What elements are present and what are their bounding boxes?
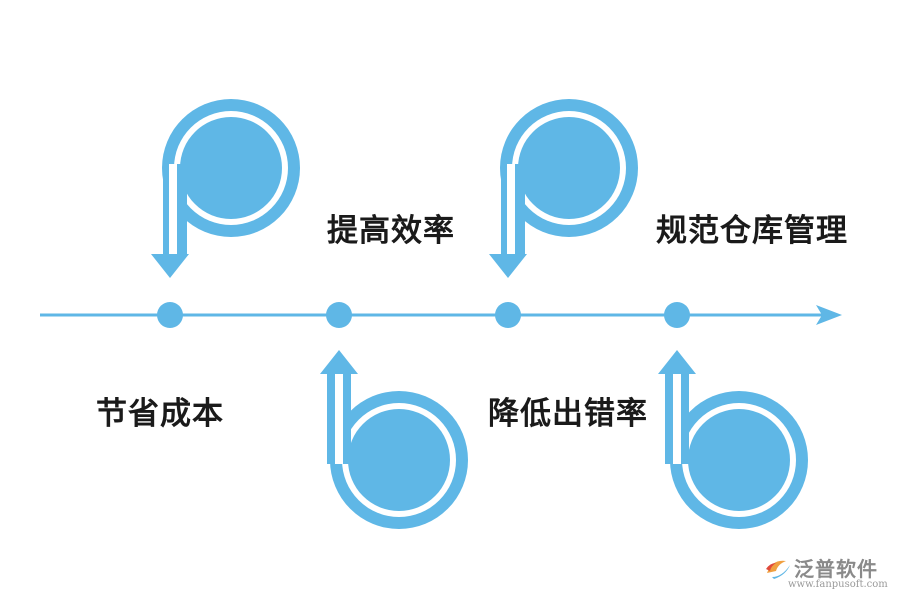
b-arrow-icon-1 xyxy=(320,350,468,529)
b-arrow-icon-2 xyxy=(658,350,808,529)
timeline-arrowhead xyxy=(816,305,842,325)
brand-logo-icon xyxy=(766,560,790,579)
p-arrow-icon-2 xyxy=(489,99,638,278)
p-arrow-icon-1 xyxy=(151,99,300,278)
label-reduce-error-rate: 降低出错率 xyxy=(488,396,648,432)
timeline-node-4 xyxy=(664,302,690,328)
timeline-node-2 xyxy=(326,302,352,328)
watermark-url: www.fanpusoft.com xyxy=(788,579,888,590)
timeline-node-3 xyxy=(495,302,521,328)
label-save-cost: 节省成本 xyxy=(96,396,224,432)
watermark-name: 泛普软件 xyxy=(794,557,878,581)
watermark: 泛普软件 www.fanpusoft.com xyxy=(764,553,894,597)
label-standardize-warehouse: 规范仓库管理 xyxy=(656,213,848,249)
label-improve-efficiency: 提高效率 xyxy=(327,213,455,249)
timeline-node-1 xyxy=(157,302,183,328)
